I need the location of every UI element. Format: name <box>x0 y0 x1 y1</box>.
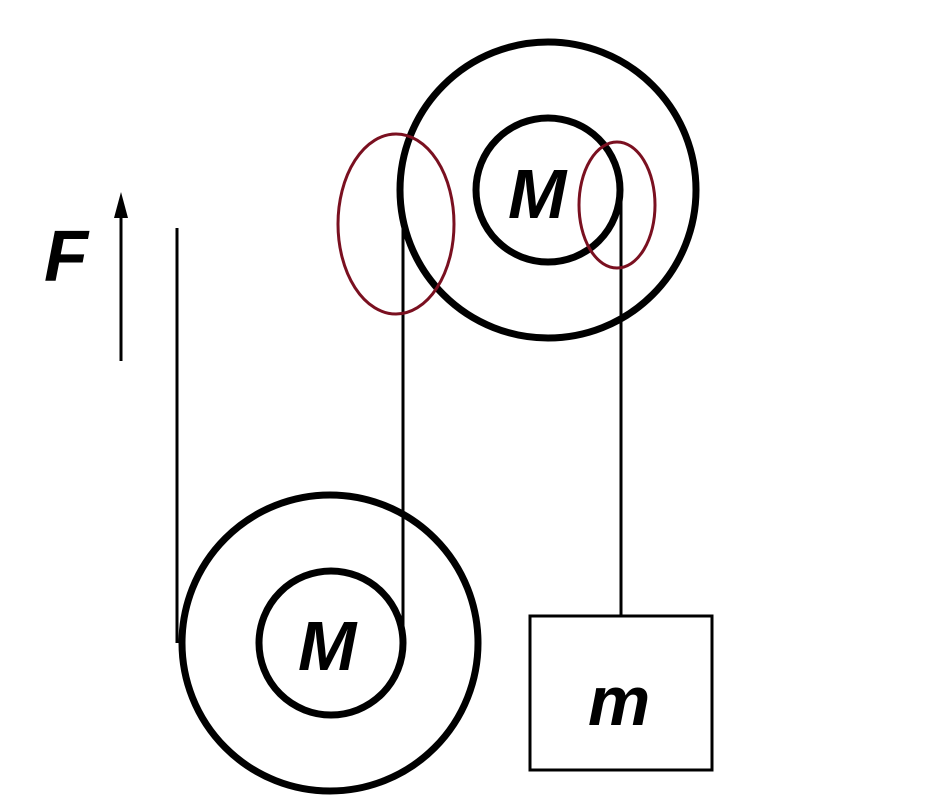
force-label: F <box>44 217 90 297</box>
highlight-ellipse-right <box>577 140 657 270</box>
top-pulley <box>396 38 700 342</box>
bottom-pulley-label: M <box>298 607 358 685</box>
highlight-ellipse-left <box>336 132 456 316</box>
force-arrow <box>114 192 128 361</box>
bottom-pulley <box>178 491 482 795</box>
hanging-block <box>528 614 714 772</box>
top-pulley-label: M <box>508 155 568 233</box>
block-label: m <box>588 662 650 740</box>
